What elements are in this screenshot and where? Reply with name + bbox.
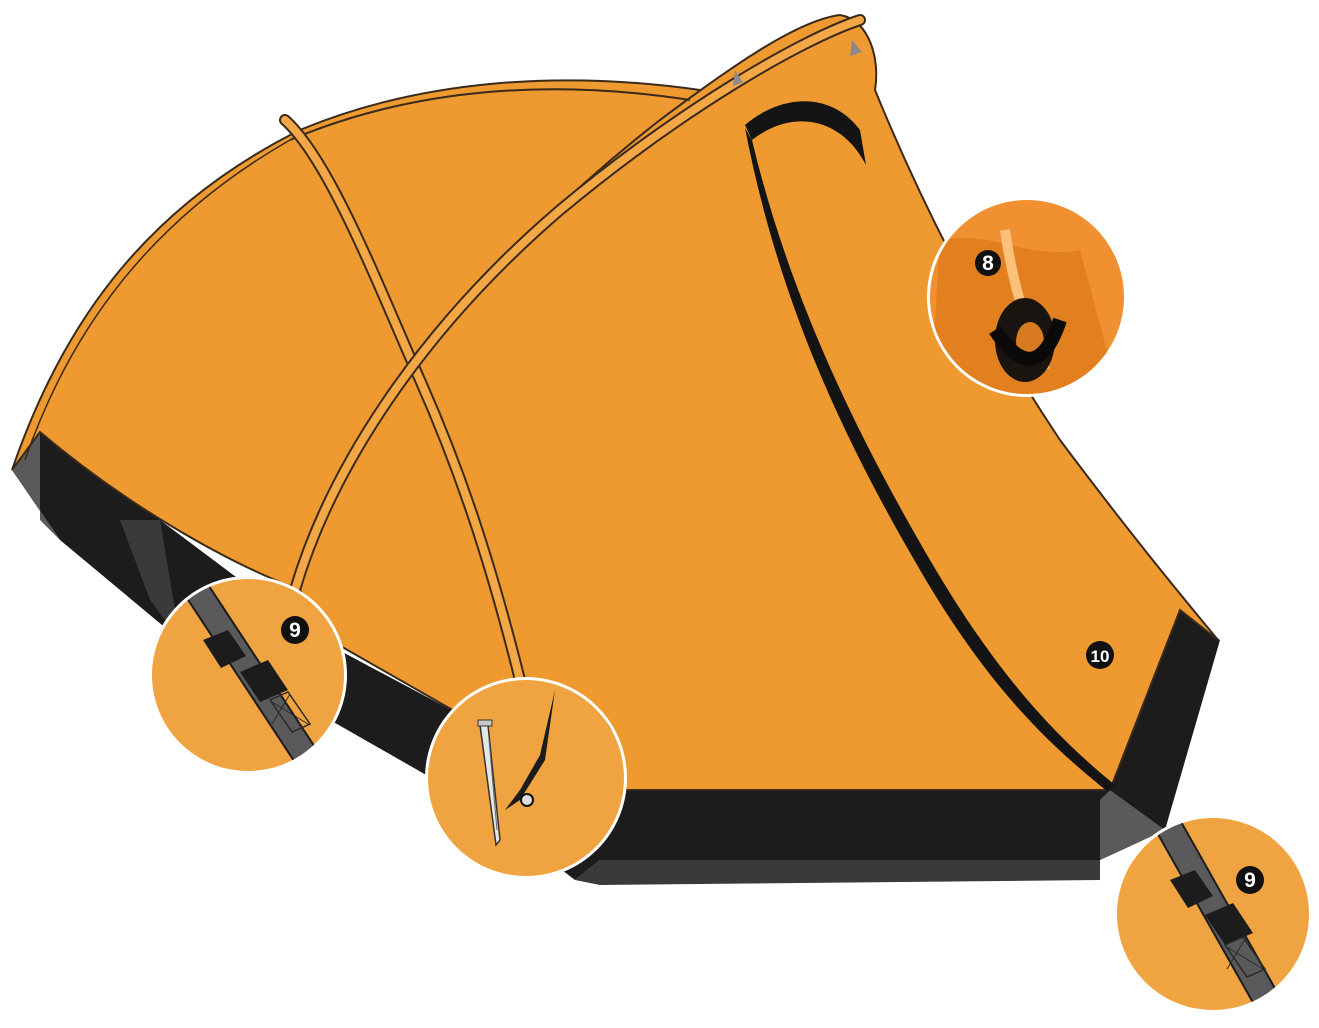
callout-9-left-label: 9 bbox=[289, 619, 301, 642]
callout-8-label: 8 bbox=[982, 252, 994, 275]
marker-10-label: 10 bbox=[1091, 647, 1110, 666]
callout-9-right-label: 9 bbox=[1244, 869, 1256, 892]
marker-10: 10 bbox=[1086, 641, 1114, 669]
skirt-front-base bbox=[575, 860, 1100, 885]
callout-9-right: 9 bbox=[1114, 815, 1315, 1015]
